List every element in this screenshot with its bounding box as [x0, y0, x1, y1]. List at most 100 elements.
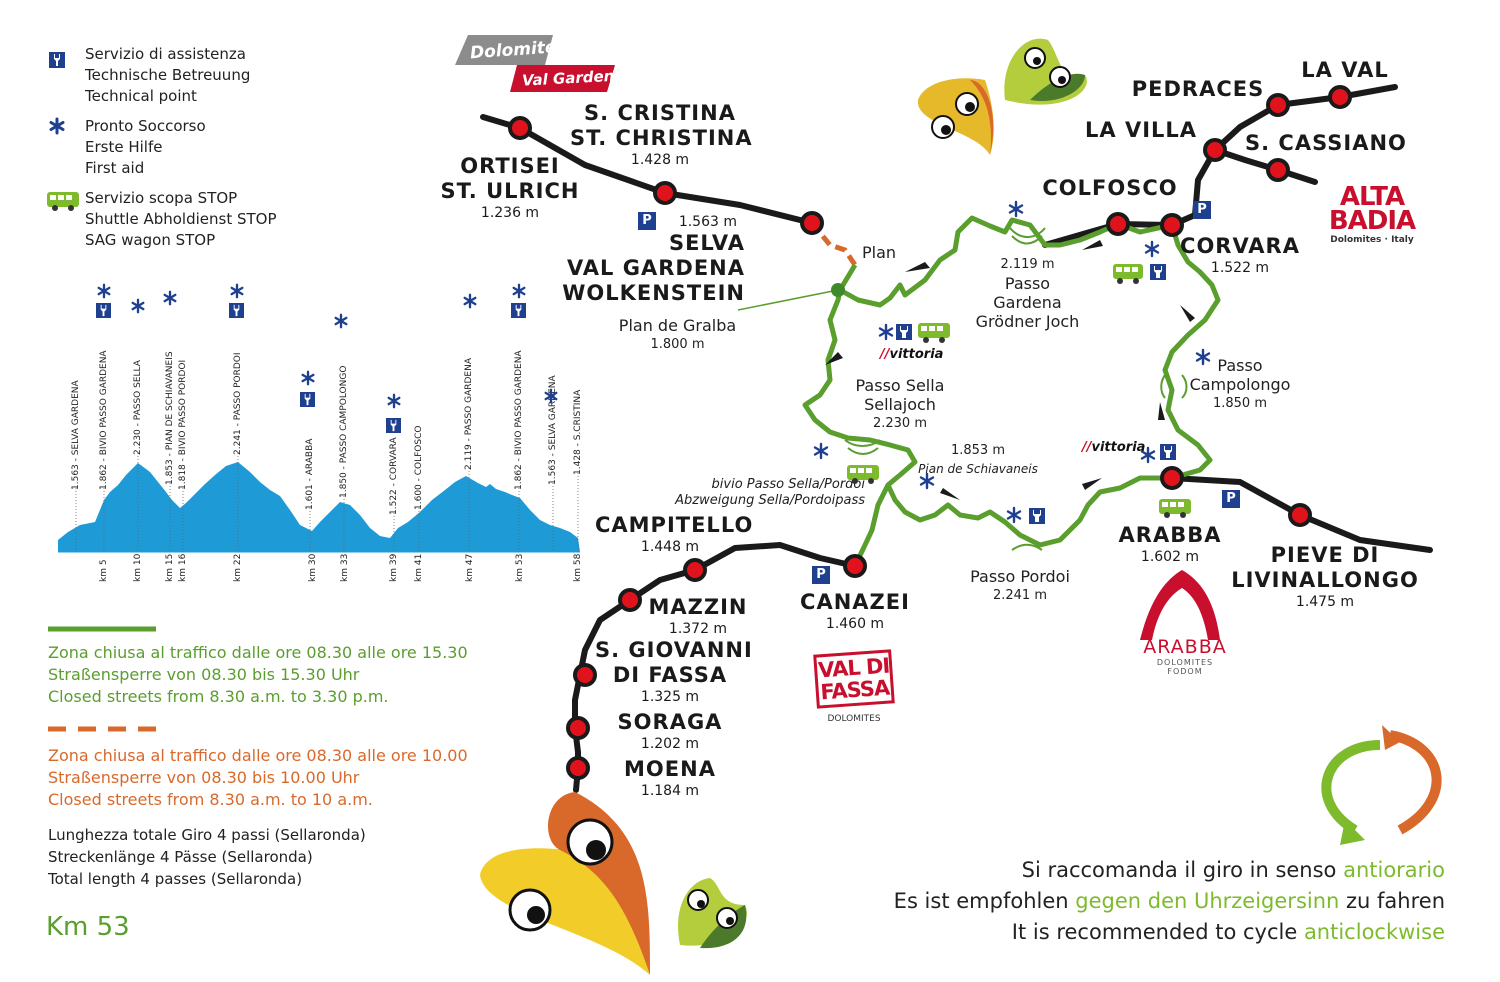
anticlockwise-icon: [1321, 725, 1442, 845]
plan-label: Plan: [862, 243, 897, 262]
profile-km-label: km 58: [573, 553, 583, 582]
rec-it: Si raccomanda il giro in senso antiorari…: [1021, 858, 1445, 882]
town-marker: [683, 558, 707, 582]
elevation-profile: [58, 453, 580, 553]
profile-km-label: km 22: [233, 553, 243, 582]
direction-arrows: [825, 240, 1195, 500]
profile-point-label: 2.241 - PASSO PORDOI: [233, 352, 243, 455]
rec-en: It is recommended to cycle anticlockwise: [1011, 920, 1445, 944]
total-km: Km 53: [46, 912, 130, 942]
plan-de-gralba-marker: [831, 283, 845, 297]
green-closure-text: Zona chiusa al traffico dalle ore 08.30 …: [48, 642, 468, 708]
legend-line: Technische Betreuung: [85, 66, 251, 84]
town-marker: [1106, 212, 1130, 236]
first-aid-icon: [812, 442, 830, 464]
arabba-logo: ARABBA DOLOMITES FODOM: [1143, 636, 1227, 676]
profile-point-label: 1.522 - CORVARA: [389, 437, 399, 515]
profile-km-label: km 39: [389, 553, 399, 582]
dolomites-badge: [455, 35, 553, 65]
profile-point-label: 1.862 - BIVIO PASSO GARDENA: [514, 350, 524, 490]
profile-point-label: 2.119 - PASSO GARDENA: [464, 357, 474, 470]
parking-icon: P: [638, 212, 656, 230]
town-marker: [1288, 503, 1312, 527]
town-marker: [1266, 93, 1290, 117]
profile-point-label: 1.853 - PIAN DE SCHIAVANEIS: [165, 351, 175, 485]
town-marker: [508, 116, 532, 140]
town-pedraces: PEDRACES: [1131, 77, 1265, 101]
tool-icon: [96, 303, 111, 322]
shuttle-bus-icon: [46, 190, 80, 216]
town-marker: [1328, 85, 1352, 109]
tool-icon: [229, 303, 244, 322]
first-aid-icon: [918, 472, 936, 494]
profile-km-label: km 53: [515, 553, 525, 582]
town-marker: [1266, 158, 1290, 182]
first-aid-icon: [162, 290, 178, 310]
profile-km-label: km 41: [414, 553, 424, 582]
profile-km-label: km 5: [99, 559, 109, 582]
arrow-icon: [1082, 240, 1103, 250]
tool-icon: [49, 52, 65, 68]
altabadia-logo: ALTA BADIA Dolomites · Italy: [1328, 182, 1416, 245]
first-aid-icon: [543, 388, 559, 408]
arrow-icon: [1082, 478, 1102, 490]
town-marker: [653, 181, 677, 205]
profile-point-label: 1.850 - PASSO CAMPOLONGO: [339, 365, 349, 498]
recommendation: Si raccomanda il giro in senso antiorari…: [894, 855, 1445, 948]
first-aid-icon: [1007, 200, 1025, 222]
legend-line: Erste Hilfe: [85, 138, 163, 156]
service-icons-sella: [878, 322, 954, 350]
profile-km-label: km 16: [178, 553, 188, 582]
town-markers: [508, 85, 1352, 780]
parking-icon: P: [1193, 201, 1211, 219]
parking-icon: P: [812, 566, 830, 584]
vittoria-logo: //vittoria: [1082, 440, 1146, 455]
town-marker: [1160, 213, 1184, 237]
town-colfosco: COLFOSCO: [1042, 176, 1178, 200]
closure-line: Straßensperre von 08.30 bis 10.00 Uhr: [48, 768, 360, 787]
parking-icon: P: [1222, 490, 1240, 508]
profile-km-label: km 47: [465, 553, 475, 582]
first-aid-icon: [333, 313, 349, 333]
first-aid-icon: [1194, 348, 1212, 370]
shuttle-bus-icon: [1158, 497, 1192, 523]
arrow-icon: [1158, 402, 1165, 420]
town-marker: [566, 756, 590, 780]
service-icons-arabba: [1138, 440, 1188, 470]
town-marker: [566, 716, 590, 740]
orange-closure-text: Zona chiusa al traffico dalle ore 08.30 …: [48, 745, 468, 811]
legend-line: Pronto Soccorso: [85, 117, 206, 135]
closure-line: Zona chiusa al traffico dalle ore 08.30 …: [48, 746, 468, 765]
arrow-icon: [940, 488, 960, 500]
green-to-canazei: [852, 483, 891, 568]
mascot-bottom: [480, 792, 747, 975]
first-aid-icon: [229, 283, 245, 303]
town-marker: [618, 588, 642, 612]
tool-icon: [511, 303, 526, 322]
closure-line: Closed streets from 8.30 a.m. to 3.30 p.…: [48, 687, 389, 706]
profile-km-label: km 15: [165, 553, 175, 582]
first-aid-icon: [96, 283, 112, 303]
legend-technical: Servizio di assistenza Technische Betreu…: [85, 44, 250, 107]
profile-point-label: 1.428 - S.CRISTINA: [573, 389, 583, 475]
closure-line: Zona chiusa al traffico dalle ore 08.30 …: [48, 643, 468, 662]
town-marker: [1203, 138, 1227, 162]
town-marker: [1160, 466, 1184, 490]
town-cassiano: S. CASSIANO: [1245, 131, 1407, 155]
profile-km-label: km 30: [308, 553, 318, 582]
orange-closure-road: [810, 221, 858, 267]
